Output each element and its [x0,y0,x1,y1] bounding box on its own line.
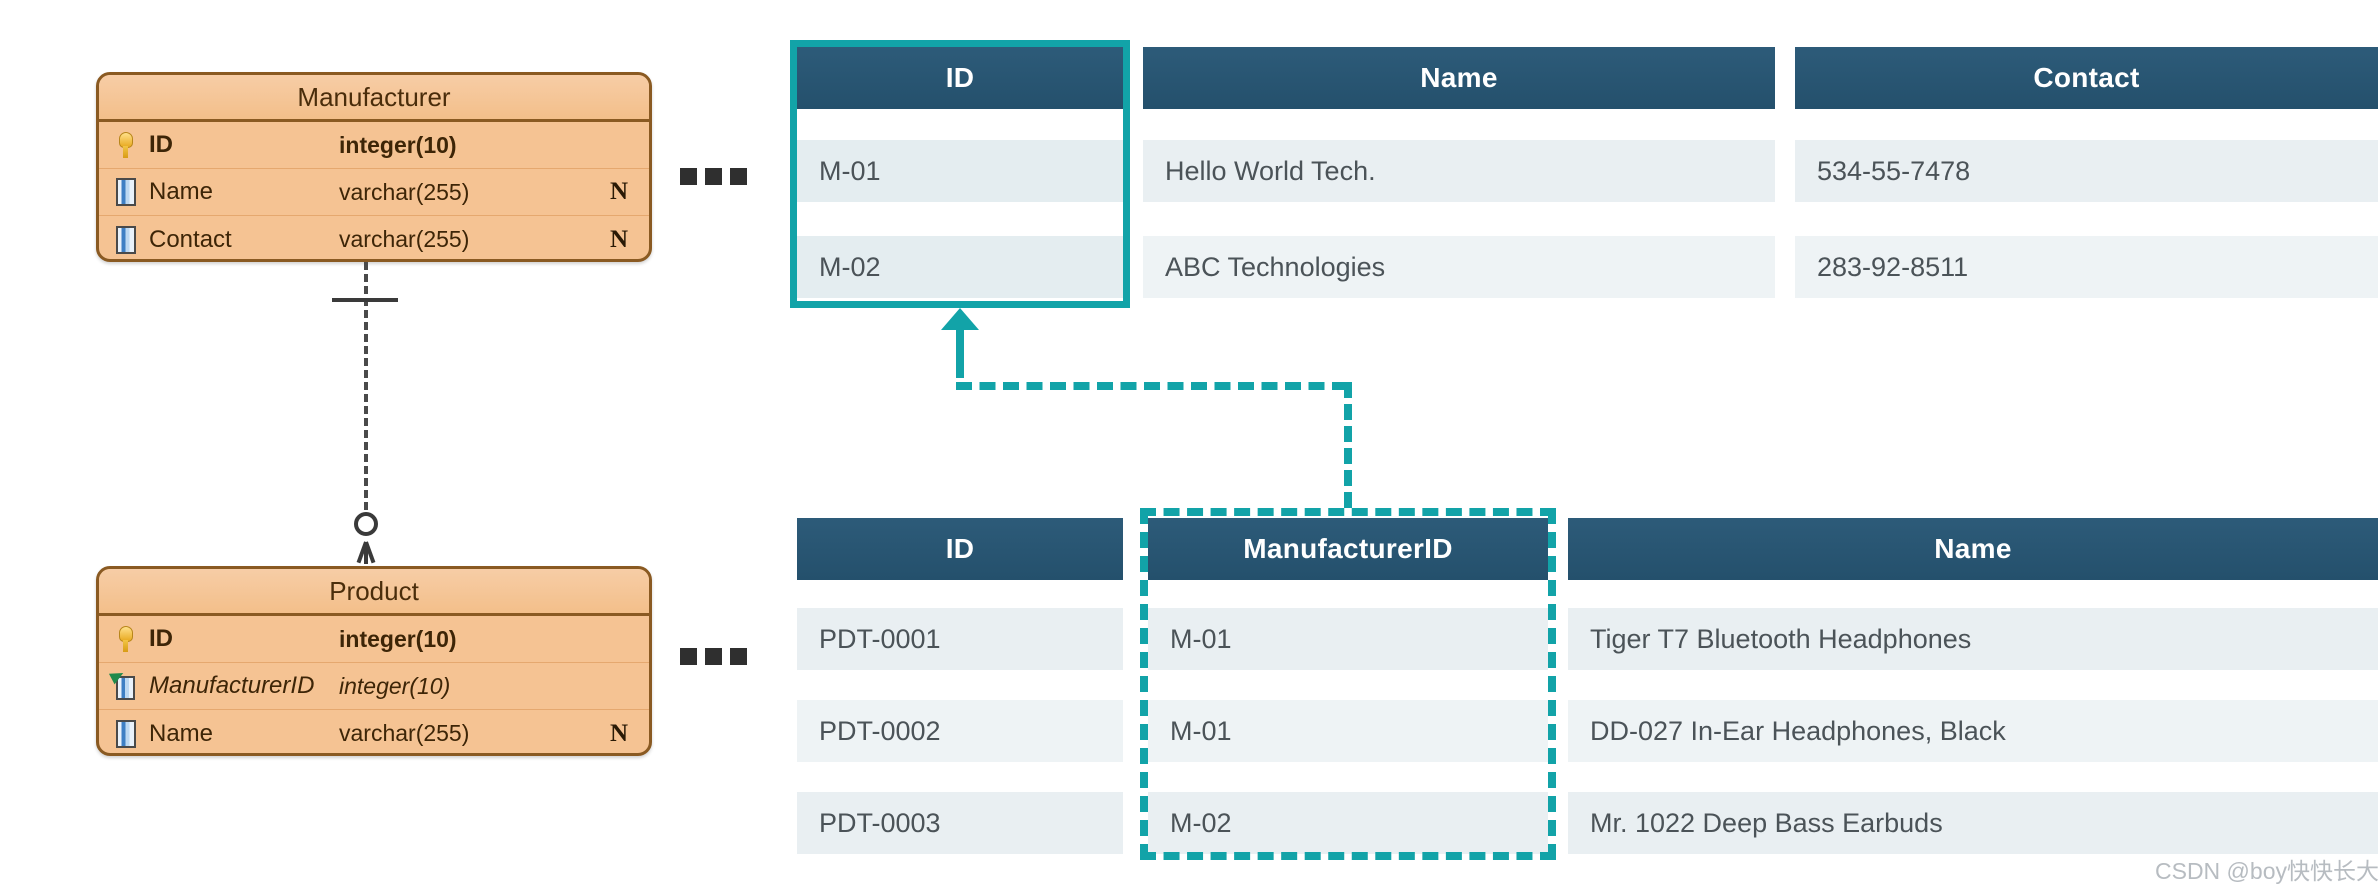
entity-product-title: Product [99,569,649,616]
entity-product-attributes: ID integer(10) ManufacturerID integer(10… [99,616,649,753]
table-header-cell-manufacturer-contact[interactable]: Contact [1795,47,2378,109]
entity-manufacturer-title: Manufacturer [99,75,649,122]
entity-product[interactable]: Product ID integer(10) ManufacturerID in… [96,566,652,756]
table-header-cell-product-name[interactable]: Name [1568,518,2378,580]
nullable-flag: N [609,178,629,205]
attribute-row[interactable]: ManufacturerID integer(10) [99,663,649,710]
table-cell: Hello World Tech. [1143,140,1775,202]
relationship-line [364,262,368,534]
attribute-name: Contact [149,225,232,253]
foreign-key-icon [108,667,141,700]
attribute-row[interactable]: ID integer(10) [99,616,649,663]
table-cell: ABC Technologies [1143,236,1775,298]
attribute-type: varchar(255) [339,178,470,205]
table-cell: PDT-0003 [797,792,1123,854]
attribute-row[interactable]: Contact varchar(255) N [99,216,649,259]
attribute-name: Name [149,178,214,205]
fk-link-arrowhead [941,308,979,330]
table-header-cell-manufacturer-id[interactable]: ID [797,47,1123,109]
attribute-type: integer(10) [339,625,457,652]
watermark-text: CSDN @boy快快长大 [2155,858,2378,884]
table-cell: Tiger T7 Bluetooth Headphones [1568,608,2378,670]
table-cell: PDT-0002 [797,700,1123,762]
attribute-row[interactable]: ID integer(10) [99,122,649,169]
nullable-flag: N [609,719,629,747]
attribute-type: varchar(255) [339,720,470,746]
ellipsis-product [680,648,747,665]
cardinality-zero-marker [354,512,378,536]
fk-link-segment-vertical-down [1344,382,1352,508]
entity-manufacturer[interactable]: Manufacturer ID integer(10) Name varchar… [96,72,652,262]
attribute-type: integer(10) [339,131,457,158]
table-header-cell-manufacturer-name[interactable]: Name [1143,47,1775,109]
attribute-name: ID [149,131,173,158]
nullable-flag: N [609,225,629,253]
column-icon [111,719,141,748]
primary-key-icon [111,132,141,158]
column-icon [111,178,141,206]
fk-link-segment-vertical-up [956,330,964,378]
table-cell: M-01 [1148,700,1548,762]
attribute-type: integer(10) [339,672,451,699]
table-cell: M-01 [1148,608,1548,670]
attribute-name: ManufacturerID [149,672,315,699]
attribute-type: varchar(255) [339,226,470,252]
ellipsis-manufacturer [680,168,747,185]
attribute-name: Name [149,719,214,747]
table-cell: 283-92-8511 [1795,236,2378,298]
table-cell: 534-55-7478 [1795,140,2378,202]
attribute-row[interactable]: Name varchar(255) N [99,710,649,753]
column-icon [111,225,141,254]
table-cell: M-02 [797,236,1123,298]
attribute-row[interactable]: Name varchar(255) N [99,169,649,216]
fk-link-segment-horizontal [956,382,1348,390]
table-header-cell-product-manufacturerid[interactable]: ManufacturerID [1148,518,1548,580]
table-cell: M-02 [1148,792,1548,854]
primary-key-icon [111,626,141,652]
table-cell: PDT-0001 [797,608,1123,670]
table-cell: Mr. 1022 Deep Bass Earbuds [1568,792,2378,854]
cardinality-one-marker [332,298,398,302]
entity-manufacturer-attributes: ID integer(10) Name varchar(255) N Conta… [99,122,649,259]
table-cell: M-01 [797,140,1123,202]
attribute-name: ID [149,625,173,652]
table-cell: DD-027 In-Ear Headphones, Black [1568,700,2378,762]
table-header-cell-product-id[interactable]: ID [797,518,1123,580]
